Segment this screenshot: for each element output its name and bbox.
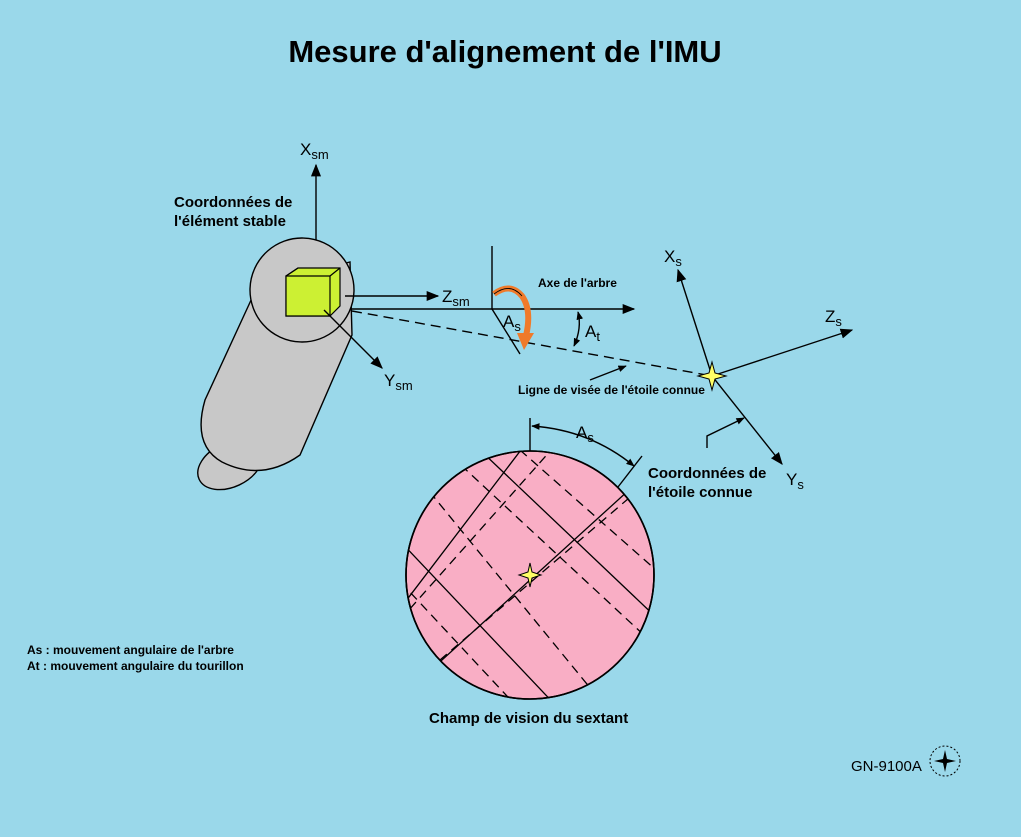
xs-label: Xs — [664, 247, 682, 269]
zs-axis — [711, 328, 854, 377]
legend-at: At : mouvement angulaire du tourillon — [27, 659, 244, 673]
stable-member-label-line2: l'élément stable — [174, 213, 286, 230]
xsm-label: Xsm — [300, 140, 329, 162]
star-coords-leader — [706, 417, 745, 448]
xs-axis — [676, 268, 713, 377]
imu-cylinder — [197, 237, 355, 491]
as-angle-label: As — [503, 312, 521, 334]
ysm-label: Ysm — [384, 371, 413, 393]
emblem-icon — [929, 745, 961, 777]
field-as-arc — [531, 423, 635, 467]
shaft-axis-label: Axe de l'arbre — [538, 276, 617, 290]
ys-label: Ys — [786, 470, 804, 492]
field-rotated-reference — [617, 455, 643, 488]
star-coords-label-line2: l'étoile connue — [648, 484, 752, 501]
at-angle-label: At — [585, 322, 600, 344]
known-star-icon — [696, 360, 728, 392]
stable-member-label-line1: Coordonnées de — [174, 194, 292, 211]
ysm-axis — [323, 309, 383, 369]
field-as-label: As — [576, 423, 594, 445]
ys-axis — [711, 375, 783, 465]
page-title: Mesure d'alignement de l'IMU — [288, 34, 722, 69]
as-rotation-line — [491, 308, 521, 355]
zsm-label: Zsm — [442, 287, 470, 309]
sextant-field-label: Champ de vision du sextant — [429, 710, 628, 727]
legend: As : mouvement angulaire de l'arbre At :… — [27, 642, 244, 674]
star-coords-label-line1: Coordonnées de — [648, 465, 766, 482]
line-of-sight-label: Ligne de visée de l'étoile connue — [518, 383, 705, 397]
field-star-icon — [517, 562, 543, 588]
sextant-field-of-view — [405, 450, 655, 700]
figure-id: GN-9100A — [851, 758, 922, 775]
at-angle-arc — [573, 311, 584, 347]
stable-member-cube — [285, 267, 341, 317]
line-of-sight-leader — [589, 365, 627, 381]
line-of-sight — [351, 310, 713, 377]
zs-label: Zs — [825, 307, 842, 329]
legend-as: As : mouvement angulaire de l'arbre — [27, 643, 234, 657]
shaft-rotation-arrow — [492, 285, 534, 350]
